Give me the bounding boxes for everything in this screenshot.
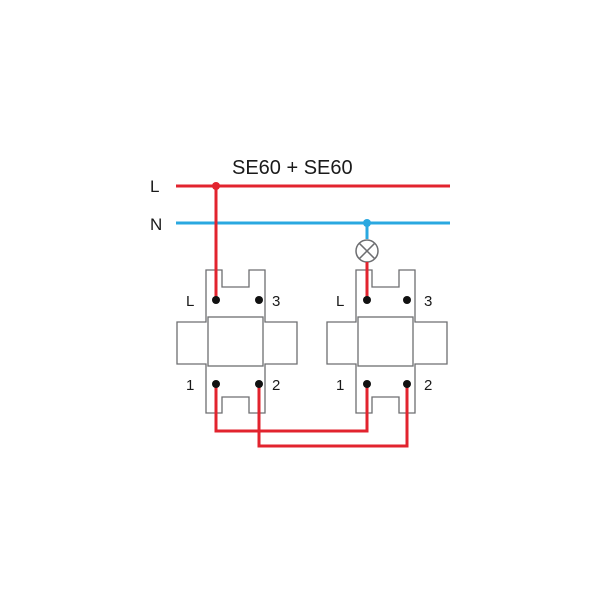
switch-left-terminal-2 [255, 380, 263, 388]
neutral-rail-label: N [150, 215, 162, 234]
switch-left-label-3: 3 [272, 293, 280, 310]
switch-left-terminal-1 [212, 380, 220, 388]
switch-left-label-2: 2 [272, 377, 280, 394]
switch-left [176, 269, 298, 414]
switch-right-terminal-l [363, 296, 371, 304]
switch-right-label-1: 1 [336, 377, 344, 394]
switch-right-body [326, 269, 448, 414]
lamp-icon [355, 239, 379, 263]
switch-left-rocker [207, 316, 264, 367]
switch-right-label-2: 2 [424, 377, 432, 394]
switch-left-terminal-3 [255, 296, 263, 304]
diagram-title: SE60 + SE60 [232, 157, 353, 179]
switch-right-terminal-2 [403, 380, 411, 388]
switch-right [326, 269, 448, 414]
switch-left-body [176, 269, 298, 414]
switch-right-terminal-1 [363, 380, 371, 388]
switch-left-label-l: L [186, 293, 194, 310]
switch-right-rocker [357, 316, 414, 367]
live-rail-label: L [150, 177, 159, 196]
switch-right-label-l: L [336, 293, 344, 310]
live-junction [212, 182, 220, 190]
switch-left-label-1: 1 [186, 377, 194, 394]
switch-left-terminal-l [212, 296, 220, 304]
switch-right-terminal-3 [403, 296, 411, 304]
neutral-junction [363, 219, 371, 227]
traveller-wire-1 [214, 384, 369, 433]
switch-right-label-3: 3 [424, 293, 432, 310]
traveller-wire-2 [257, 384, 409, 448]
